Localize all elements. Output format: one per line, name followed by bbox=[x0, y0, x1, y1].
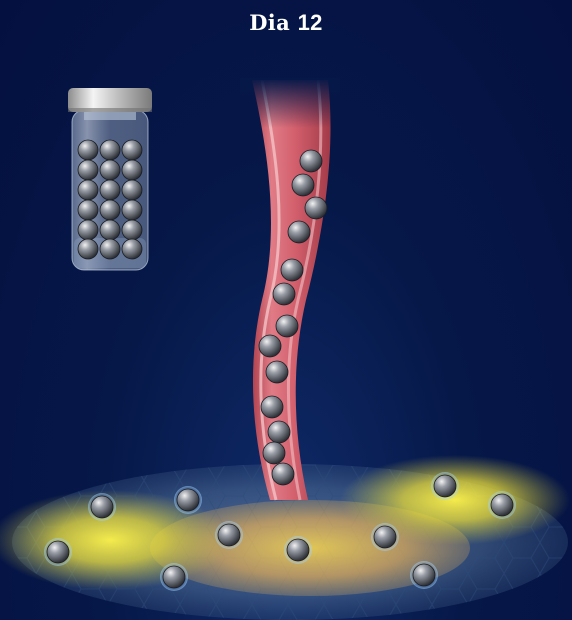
vessel-particle bbox=[281, 259, 303, 281]
vessel-particle bbox=[268, 421, 290, 443]
vessel-particle bbox=[266, 361, 288, 383]
tissue-particle bbox=[174, 486, 202, 514]
vessel-particle bbox=[288, 221, 310, 243]
tissue-particle bbox=[284, 536, 312, 564]
vial-particles bbox=[78, 140, 142, 259]
vial-particle bbox=[100, 239, 120, 259]
tissue-particle bbox=[160, 563, 188, 591]
vial-particle bbox=[100, 220, 120, 240]
vessel-particle bbox=[263, 442, 285, 464]
vial-particle bbox=[100, 160, 120, 180]
tissue-particle bbox=[431, 472, 459, 500]
tissue-particle bbox=[488, 491, 516, 519]
vial-particle bbox=[78, 200, 98, 220]
vial-particle bbox=[78, 220, 98, 240]
tissue-particle bbox=[371, 523, 399, 551]
vial-particle bbox=[122, 140, 142, 160]
tissue-particle bbox=[88, 493, 116, 521]
vial-particle bbox=[122, 239, 142, 259]
vial-particle bbox=[122, 180, 142, 200]
vial-particle bbox=[122, 200, 142, 220]
vial-particle bbox=[78, 160, 98, 180]
vessel-particle bbox=[276, 315, 298, 337]
tissue-particle bbox=[410, 561, 438, 589]
tissue-particle bbox=[215, 521, 243, 549]
vial-particle bbox=[78, 140, 98, 160]
vial-particle bbox=[122, 220, 142, 240]
vessel-particle bbox=[300, 150, 322, 172]
vessel-particle bbox=[273, 283, 295, 305]
vessel-particle bbox=[272, 463, 294, 485]
vessel-particle bbox=[261, 396, 283, 418]
vessel-particle bbox=[259, 335, 281, 357]
vessel-particle bbox=[292, 174, 314, 196]
vial-particle bbox=[100, 180, 120, 200]
vial-particle bbox=[78, 180, 98, 200]
vial-particle bbox=[100, 140, 120, 160]
vial-particle bbox=[78, 239, 98, 259]
vial-particle bbox=[100, 200, 120, 220]
tissue-particle bbox=[44, 538, 72, 566]
vessel-particle bbox=[305, 197, 327, 219]
vial-particle bbox=[122, 160, 142, 180]
